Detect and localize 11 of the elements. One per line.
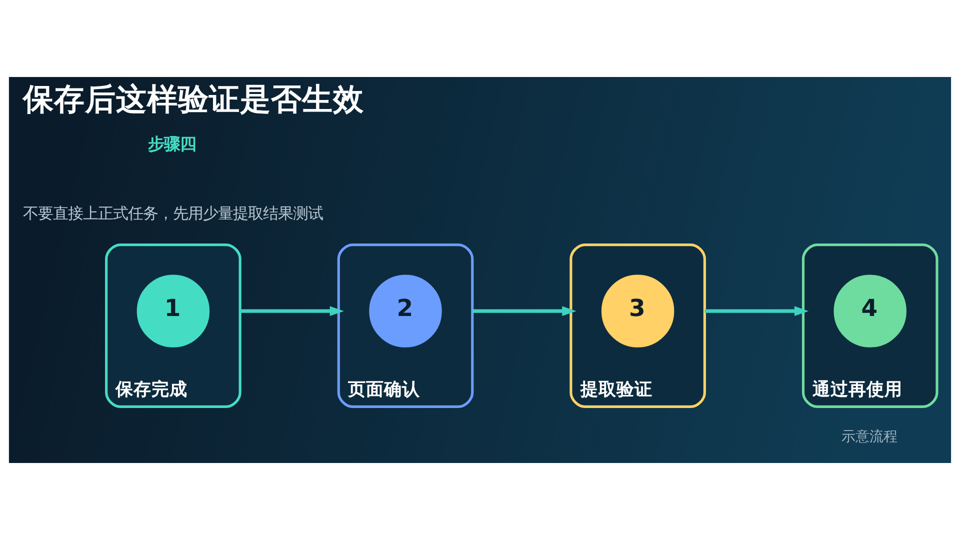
label: 不要直接上正式任务，先用少量提取结果测试 <box>23 204 324 222</box>
arrow <box>240 306 344 316</box>
node-circle: 4 <box>834 274 906 348</box>
label: 步骤四 <box>148 134 196 154</box>
node-circle: 1 <box>136 274 210 348</box>
arrow <box>704 306 809 316</box>
label: 示意流程 <box>841 428 898 445</box>
diagram-title: 保存后这样验证是否生效 <box>23 82 364 118</box>
node-circle: 2 <box>369 274 442 348</box>
arrow <box>472 306 576 316</box>
node-circle: 3 <box>601 274 674 348</box>
